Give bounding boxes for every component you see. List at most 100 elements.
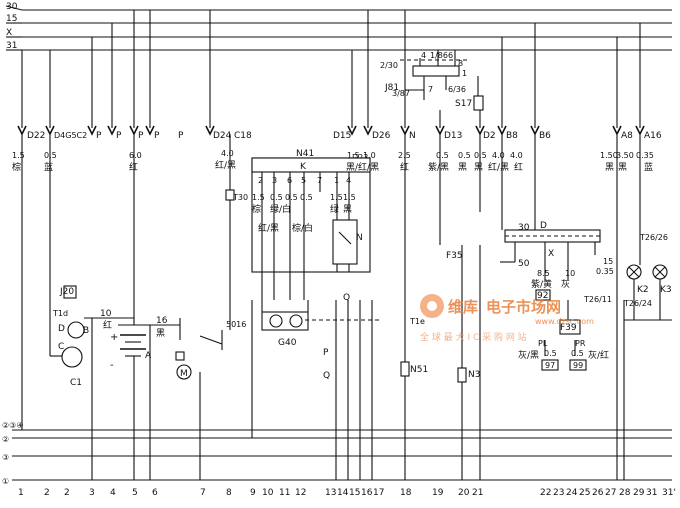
- wire-size-1: 1.5: [12, 151, 25, 160]
- label-black-16: 黑: [156, 328, 165, 339]
- col-15: 15: [349, 488, 360, 498]
- wire-size-7: 0.5: [436, 151, 449, 160]
- wire-color-7: 紫/黑: [428, 162, 449, 173]
- label-q: Q: [323, 371, 330, 381]
- col-2a: 2: [44, 488, 50, 498]
- col-31: 31: [646, 488, 657, 498]
- fuse-t30: [225, 189, 235, 201]
- wire-size-10: 4.0: [492, 151, 505, 160]
- label-j20: J20: [59, 287, 74, 297]
- pin-d15: D15: [333, 131, 351, 141]
- label-grey-black: 灰/黑: [518, 349, 539, 361]
- term-2-30: 2/30: [380, 61, 398, 70]
- pin-d13: D13: [444, 131, 462, 141]
- wire-color-8: 黑: [458, 162, 467, 173]
- term-1-86: 1/86: [430, 51, 448, 60]
- wire-size-14: 0.35: [636, 151, 654, 160]
- ground-bus: [12, 245, 672, 481]
- col-16: 16: [361, 488, 373, 498]
- pin-p2: P: [116, 131, 122, 141]
- col-18: 18: [400, 488, 412, 498]
- wire-size-6: 2.5: [398, 151, 411, 160]
- label-035: 0.35: [596, 267, 614, 276]
- label-red-10: 红: [103, 319, 112, 331]
- switch-pq: [305, 300, 380, 480]
- watermark-logo-dot: [427, 301, 437, 311]
- label-x: X: [548, 249, 554, 259]
- sensor-g40: [261, 300, 309, 331]
- col-9: 9: [250, 488, 256, 498]
- label-c: C: [58, 342, 64, 352]
- label-k3: K3: [660, 285, 672, 295]
- pin-p1: P: [96, 131, 102, 141]
- label-d: D: [58, 324, 65, 334]
- label-wire-16: 16: [156, 316, 168, 326]
- n41-w1: 1.5: [252, 193, 265, 202]
- label-grey: 灰: [561, 278, 570, 290]
- term-8: 8: [458, 59, 463, 68]
- label-c99: 99: [573, 361, 583, 370]
- switch-block-d: [500, 229, 601, 356]
- n41-w6: 绿/白: [270, 203, 291, 215]
- n41-w7: 1.5: [330, 193, 343, 202]
- n41-w8: 1.5: [343, 193, 356, 202]
- label-k: K: [300, 162, 307, 172]
- label-c97: 97: [545, 361, 555, 370]
- label-c1: C1: [70, 378, 82, 388]
- pin-d22: D22: [27, 131, 45, 141]
- col-29: 29: [633, 488, 645, 498]
- label-n51: N51: [410, 365, 428, 375]
- watermark: 维库 电子市场网 www.dzsc.com 全 球 最 大 I C 采 购 网 …: [420, 294, 594, 343]
- col-28: 28: [619, 488, 631, 498]
- k-pin-2: 2: [258, 176, 263, 185]
- pin-p3: P: [138, 131, 144, 141]
- wire-color-4: 红/黑: [215, 159, 236, 171]
- col-25: 25: [579, 488, 590, 498]
- col-14: 14: [337, 488, 349, 498]
- label-f35: F35: [446, 251, 463, 261]
- wire-size-3: 6.0: [129, 151, 142, 160]
- connector-row: [17, 10, 645, 136]
- col-8: 8: [226, 488, 232, 498]
- side-label-1: ①: [2, 477, 9, 486]
- side-label-2: ②: [2, 435, 9, 444]
- wire-size-9: 0.5: [474, 151, 487, 160]
- wire-color-10: 红/黑: [488, 161, 509, 173]
- term-7: 7: [428, 85, 433, 94]
- col-3: 3: [89, 488, 95, 498]
- bus-label-30: 30: [6, 2, 18, 12]
- col-6: 6: [152, 488, 158, 498]
- col-23: 23: [553, 488, 564, 498]
- col-10: 10: [262, 488, 274, 498]
- term-6: 6: [448, 51, 453, 60]
- label-purple-yellow: 紫/黄: [531, 278, 552, 290]
- n41-w3: 0.5: [285, 193, 298, 202]
- label-t1d: T1d: [52, 309, 68, 318]
- label-15w: 15: [603, 257, 613, 266]
- lamps: [616, 240, 672, 480]
- wire-color-9: 黑: [474, 162, 483, 173]
- col-11: 11: [279, 488, 290, 498]
- col-13: 13: [325, 488, 336, 498]
- col-24: 24: [566, 488, 578, 498]
- label-50: 50: [518, 259, 530, 269]
- term-4: 4: [421, 51, 426, 60]
- relay-j81: [400, 50, 484, 111]
- col-2b: 2: [64, 488, 70, 498]
- label-n-switch: N: [356, 233, 363, 243]
- label-t2611: T26/11: [583, 295, 612, 304]
- col-19: 19: [432, 488, 444, 498]
- bottom-index: 1 2 2 3 4 5 6 7 8 9 10 11 12 13 14 15 16…: [18, 488, 676, 498]
- k-pin-3: 3: [272, 176, 277, 185]
- k-pin-7: 7: [317, 176, 322, 185]
- col-31p: 31': [662, 488, 676, 498]
- label-brown-white: 棕/白: [292, 222, 313, 234]
- wire-color-13: 黑: [618, 162, 627, 173]
- label-t2624: T26/24: [623, 299, 652, 308]
- watermark-brand: 维库: [448, 298, 478, 316]
- wire-color-6: 红: [400, 161, 409, 173]
- pin-p4: P: [154, 131, 160, 141]
- wire-size-12: 1.50: [600, 151, 618, 160]
- watermark-title: 电子市场网: [486, 298, 561, 316]
